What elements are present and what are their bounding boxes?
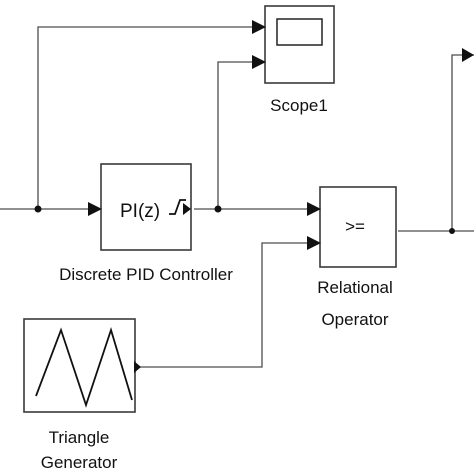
signal-lines bbox=[0, 26, 474, 368]
relational-label-line1: Relational bbox=[317, 278, 393, 297]
triangle-output-port bbox=[134, 361, 141, 373]
triangle-label-line1: Triangle bbox=[49, 428, 110, 447]
relational-input-port-1[interactable] bbox=[307, 202, 321, 216]
triangle-generator-block[interactable] bbox=[23, 318, 141, 413]
scope-screen-icon bbox=[276, 18, 323, 46]
saturation-icon bbox=[169, 199, 186, 215]
relational-output-line bbox=[398, 54, 474, 232]
triangle-wave-icon bbox=[35, 327, 133, 408]
scope1-block[interactable] bbox=[252, 5, 335, 84]
scope1-label: Scope1 bbox=[270, 96, 328, 115]
relational-symbol-text: >= bbox=[345, 217, 365, 236]
pid-label: Discrete PID Controller bbox=[59, 265, 233, 284]
relational-label-line2: Operator bbox=[321, 310, 388, 329]
triangle-label-line2: Generator bbox=[41, 453, 118, 472]
branch-point-input bbox=[34, 205, 42, 213]
offscreen-block-input-port bbox=[462, 48, 474, 62]
scope1-input-port-1[interactable] bbox=[252, 20, 266, 34]
triangle-body bbox=[23, 318, 136, 413]
branch-to-scope-input-1 bbox=[37, 26, 252, 209]
pid-controller-block[interactable]: PI(z) bbox=[88, 163, 192, 251]
relational-operator-block[interactable]: >= bbox=[307, 186, 397, 268]
branch-point-pid-output bbox=[214, 205, 222, 213]
branch-point-relational-output bbox=[449, 228, 455, 234]
scope1-input-port-2[interactable] bbox=[252, 55, 266, 69]
pid-symbol-text: PI(z) bbox=[120, 201, 160, 222]
relational-body bbox=[319, 186, 397, 268]
branch-to-scope-input-2 bbox=[217, 61, 252, 209]
triangle-output-line bbox=[136, 242, 307, 368]
pid-output-port bbox=[183, 203, 191, 215]
pid-body bbox=[100, 163, 192, 251]
pid-input-port[interactable] bbox=[88, 202, 102, 216]
relational-input-port-2[interactable] bbox=[307, 236, 321, 250]
